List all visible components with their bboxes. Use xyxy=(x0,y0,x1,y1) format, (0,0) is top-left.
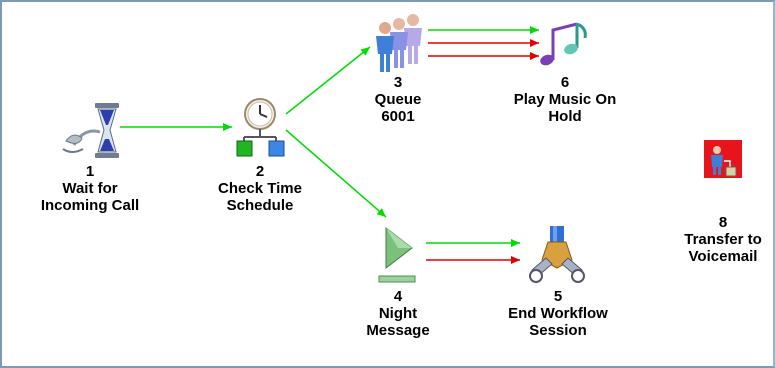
transfer-voicemail-icon xyxy=(704,140,742,178)
node-number: 8 xyxy=(718,214,728,231)
node-label-line-2: Hold xyxy=(548,108,582,125)
music-notes-icon xyxy=(540,22,587,66)
connector-2-to-4[interactable] xyxy=(285,129,387,218)
workflow-node-2[interactable]: 2 Check Time Schedule xyxy=(190,96,330,214)
node-number: 1 xyxy=(85,163,95,180)
node-label-line-1: Queue xyxy=(374,91,422,108)
node-label-line-2: 6001 xyxy=(381,108,415,125)
node-label-line-1: Night xyxy=(378,305,418,322)
node-label-line-2: Voicemail xyxy=(688,248,758,265)
node-number: 3 xyxy=(393,74,403,91)
end-session-icon xyxy=(529,226,585,283)
workflow-node-8[interactable]: 8 Transfer to Voicemail xyxy=(653,139,773,265)
node-label-line-1: End Workflow xyxy=(508,305,608,322)
node-label-line-2: Schedule xyxy=(226,197,294,214)
node-label-line-2: Session xyxy=(529,322,587,339)
node-label-line-1: Check Time xyxy=(218,180,302,197)
node-number: 6 xyxy=(560,74,570,91)
node-number: 2 xyxy=(255,163,265,180)
hourglass-phone-icon xyxy=(62,103,119,158)
node-number: 5 xyxy=(553,288,563,305)
queue-people-icon xyxy=(376,14,422,72)
node-label-line-1: Transfer to xyxy=(684,231,762,248)
node-label-line-2: Message xyxy=(366,322,430,339)
connector-2-to-3[interactable] xyxy=(285,46,371,115)
node-number: 4 xyxy=(393,288,403,305)
workflow-node-5[interactable]: 5 End Workflow Session xyxy=(488,224,628,339)
workflow-node-6[interactable]: 6 Play Music On Hold xyxy=(495,12,635,125)
workflow-node-3[interactable]: 3 Queue 6001 xyxy=(328,12,468,125)
node-label-line-1: Play Music On xyxy=(513,91,617,108)
play-message-icon xyxy=(378,226,416,283)
workflow-node-1[interactable]: 1 Wait for Incoming Call xyxy=(20,99,160,214)
workflow-node-4[interactable]: 4 Night Message xyxy=(328,224,468,339)
node-label-line-1: Wait for xyxy=(62,180,118,197)
node-label-line-2: Incoming Call xyxy=(40,197,140,214)
clock-schedule-icon xyxy=(236,98,285,157)
